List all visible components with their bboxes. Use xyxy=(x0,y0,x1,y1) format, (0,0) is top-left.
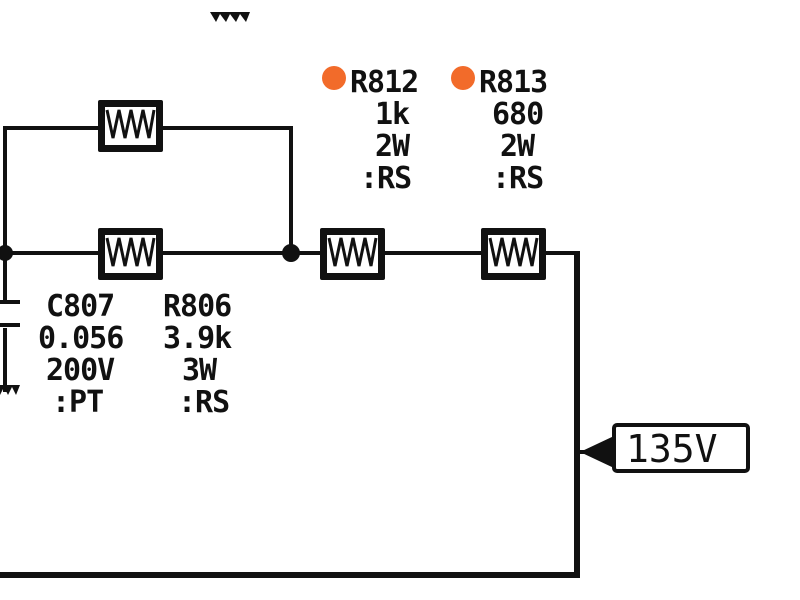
r813-marker-dot xyxy=(451,66,475,90)
r812-value: 1k xyxy=(375,97,410,132)
r806-power: 3W xyxy=(182,353,218,388)
r812-ref: R812 xyxy=(350,65,418,100)
c807-type: :PT xyxy=(52,385,103,420)
c807-voltage: 200V xyxy=(46,353,115,388)
c807-ref: C807 xyxy=(46,289,114,324)
r813-ref: R813 xyxy=(479,65,547,100)
r812-marker-dot xyxy=(322,66,346,90)
r812-type: :RS xyxy=(360,161,411,196)
r813-value: 680 xyxy=(492,97,543,132)
net-label-text: 135V xyxy=(626,427,718,471)
net-label-135v: 135V xyxy=(580,423,750,473)
r812-power: 2W xyxy=(375,129,411,164)
r813-type: :RS xyxy=(492,161,543,196)
resistor-r812 xyxy=(320,228,385,280)
junction-node-left xyxy=(0,245,13,261)
resistor-r813 xyxy=(481,228,546,280)
partial-symbol-top xyxy=(210,12,250,22)
capacitor-c807-symbol xyxy=(0,300,20,395)
r813-power: 2W xyxy=(500,129,536,164)
r806-value: 3.9k xyxy=(163,321,232,356)
resistor-r806 xyxy=(98,228,163,280)
junction-node-right xyxy=(282,244,300,262)
r806-ref: R806 xyxy=(163,289,231,324)
r806-type: :RS xyxy=(178,385,229,420)
resistor-upper xyxy=(98,100,163,152)
c807-value: 0.056 xyxy=(38,321,123,356)
wires xyxy=(0,126,614,578)
